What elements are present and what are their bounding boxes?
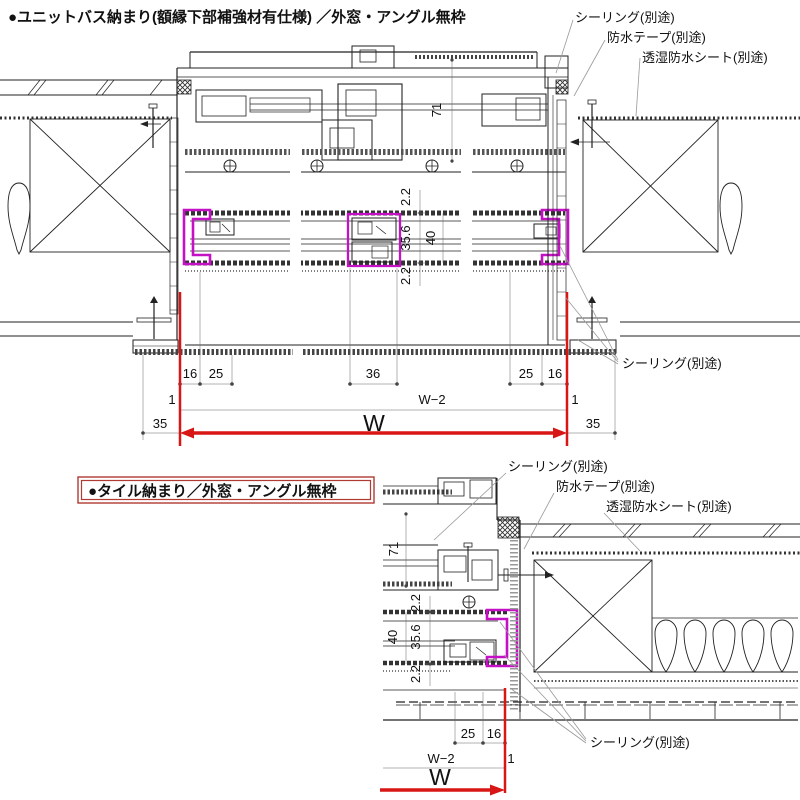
sill-anchor-right [569,296,617,354]
bottom-dimensions: 25 16 W−2 1 W 71 2.2 35.6 40 2.2 [380,512,515,796]
magenta-bracket-left [182,208,212,266]
top-highlight-brackets [182,208,570,268]
top-left-wall-section [0,79,177,337]
dim-35.6: 35.6 [408,624,423,649]
callout-breathable-sheet: 透湿防水シート(別途) [606,499,732,514]
sealing-backer-hatch-left [176,79,192,95]
top-diagram: ●ユニットバス納まり(額縁下部補強材有仕様) ／外窓・アングル無枠 [0,8,800,446]
bottom-callouts: シーリング(別途) 防水テープ(別途) 透湿防水シート(別途) シーリング(別途… [433,459,732,750]
insulation-batt [654,619,794,673]
dim-16-left: 16 [183,366,197,381]
bottom-width-red-marks [380,688,507,796]
bottom-diagram: ●タイル納まり／外窓・アングル無枠 [77,459,800,796]
dim-71: 71 [386,542,401,556]
attachment-clip-left [205,218,235,236]
callout-waterproof-tape: 防水テープ(別途) [556,479,655,494]
top-right-jamb [547,77,617,354]
bottom-wall-section [383,523,800,721]
dim-2.2-top: 2.2 [398,188,413,206]
screw-icon [140,103,161,148]
sealing-backer-hatch-right [555,79,569,95]
bottom-title-box: ●タイル納まり／外窓・アングル無枠 [77,476,375,504]
dim-25-left: 25 [209,366,223,381]
attachment-clip-right [533,223,561,239]
dim-w: W [363,410,385,436]
top-frame-body [185,144,565,280]
dim-35-left: 35 [153,416,167,431]
top-window-head [177,45,569,161]
dim-25-right: 25 [519,366,533,381]
callout-sealing-bottom: シーリング(別途) [590,735,690,750]
sealing-backer-hatch [497,516,520,539]
top-fixing-band [185,149,565,173]
attachment-clip [443,639,497,663]
top-right-wall-section [578,116,800,337]
callout-sealing-bottom: シーリング(別途) [622,356,722,371]
tile-band [383,701,798,721]
dim-16: 16 [487,726,501,741]
magenta-bracket-right [540,208,570,266]
top-callouts: シーリング(別途) 防水テープ(別途) 透湿防水シート(別途) シーリング(別途… [555,10,768,371]
callout-breathable-sheet: 透湿防水シート(別途) [642,50,768,65]
dim-1-left: 1 [168,392,175,407]
top-left-jamb [132,68,192,354]
dim-35-right: 35 [586,416,600,431]
bottom-diagram-title: ●タイル納まり／外窓・アングル無枠 [88,482,336,500]
screw-icon [570,99,610,148]
bottom-frame-section [383,477,554,712]
dim-2.2-top: 2.2 [408,594,423,612]
dim-w-minus-2: W−2 [418,392,445,407]
magenta-bracket [485,608,519,668]
dim-40: 40 [385,630,400,644]
dim-35.6: 35.6 [398,225,413,250]
dim-1-right: 1 [571,392,578,407]
top-sill-band [135,344,616,355]
callout-waterproof-tape: 防水テープ(別途) [607,30,706,45]
dim-40: 40 [423,231,438,245]
dim-2.2-bottom: 2.2 [398,267,413,285]
dim-16-right: 16 [548,366,562,381]
dim-36-center: 36 [366,366,380,381]
top-diagram-title: ●ユニットバス納まり(額縁下部補強材有仕様) ／外窓・アングル無枠 [8,8,466,26]
dim-71: 71 [429,103,444,117]
dim-1: 1 [507,751,514,766]
callout-sealing-top: シーリング(別途) [575,10,675,25]
magenta-bracket-center [346,212,402,268]
dim-w-minus-2: W−2 [427,751,454,766]
top-width-red-marks [178,292,569,446]
dim-25: 25 [461,726,475,741]
dim-2.2-bottom: 2.2 [408,665,423,683]
screw-icon [463,542,554,582]
sill-anchor-left [132,296,179,354]
attachment-clip-center [351,217,397,263]
dim-w: W [429,764,451,790]
top-dimensions: 16 25 36 25 16 1 W−2 1 35 W 35 71 2.2 35… [141,58,617,446]
callout-sealing-top: シーリング(別途) [508,459,608,474]
